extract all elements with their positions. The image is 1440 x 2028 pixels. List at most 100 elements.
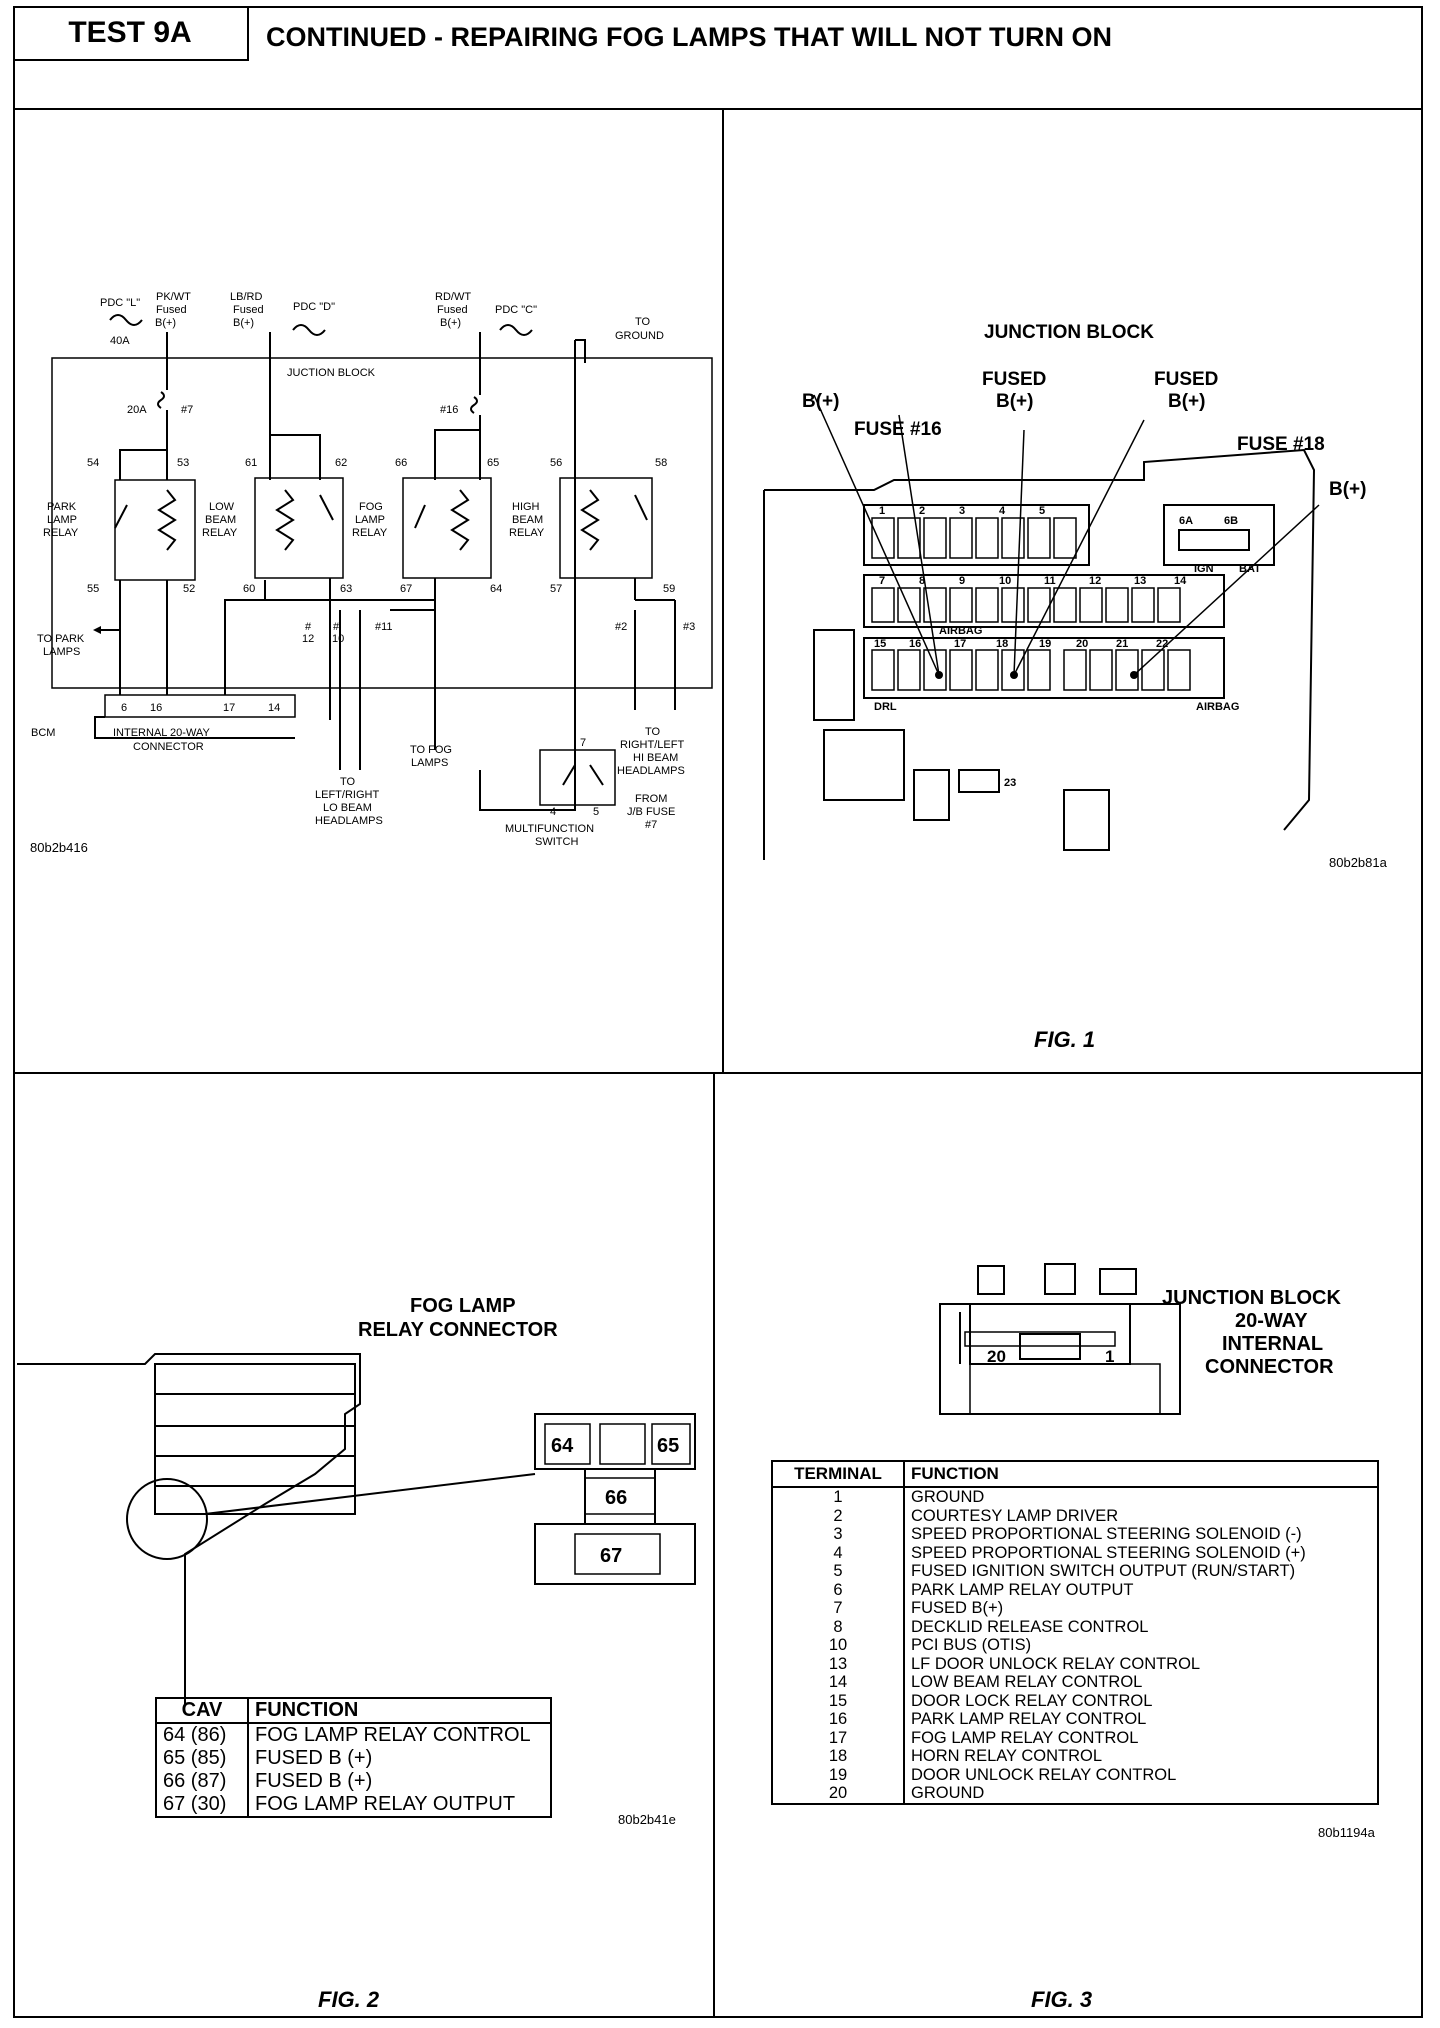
function-cell: SPEED PROPORTIONAL STEERING SOLENOID (-): [911, 1525, 1302, 1543]
connector-pin-16: 16: [150, 702, 162, 714]
fuse-20a-label: 20A: [127, 404, 147, 416]
fig1-airbag-1: AIRBAG: [939, 625, 982, 637]
function-header: FUNCTION: [904, 1461, 1378, 1488]
fuse-num-19: 19: [1039, 638, 1051, 650]
pin-59: 59: [663, 583, 675, 595]
to-fog-lamps-1: TO FOG: [410, 744, 452, 756]
junction-block-label: JUCTION BLOCK: [287, 367, 376, 379]
column-divider-bottom: [713, 1072, 715, 2018]
function-cell: SPEED PROPORTIONAL STEERING SOLENOID (+): [911, 1543, 1306, 1562]
fuse-num-20: 20: [1076, 638, 1088, 650]
terminal-cell: 16: [772, 1710, 905, 1729]
terminal-cell: 5: [772, 1562, 905, 1581]
fig2-code: 80b2b41e: [618, 1812, 676, 1827]
cav-cell: 65 (85): [155, 1747, 249, 1770]
fog-relay-name-1: FOG: [359, 501, 383, 513]
fuse-16-label: #16: [440, 404, 458, 416]
lo-beam-4: HEADLAMPS: [315, 815, 383, 827]
page-frame: [13, 6, 1423, 2018]
cavity-64: 64: [551, 1435, 574, 1457]
fuse-10-label: 10: [332, 633, 344, 645]
pin-58: 58: [655, 457, 667, 469]
pin-60: 60: [243, 583, 255, 595]
low-relay-name-1: LOW: [209, 501, 235, 513]
fig1-code: 80b2b81a: [1329, 855, 1388, 870]
fuse-num-21: 21: [1116, 638, 1128, 650]
terminal-cell: 1: [772, 1487, 905, 1507]
fuse-7-label: #7: [181, 404, 193, 416]
hi-beam-4: HEADLAMPS: [617, 765, 685, 777]
table-row: 14 LOW BEAM RELAY CONTROL: [772, 1673, 1378, 1692]
pin-62: 62: [335, 457, 347, 469]
switch-pin-5: 5: [593, 806, 599, 818]
connector-pin-6: 6: [121, 702, 127, 714]
fuse-num-15: 15: [874, 638, 886, 650]
lb-rd-label: LB/RD: [230, 291, 262, 303]
pin-57: 57: [550, 583, 562, 595]
table-row: 67 (30)FOG LAMP RELAY OUTPUT: [155, 1793, 552, 1818]
pin-67: 67: [400, 583, 412, 595]
fuse-hash-a: #: [305, 621, 312, 633]
function-cell: GROUND: [911, 1784, 985, 1802]
fuse-num-8: 8: [919, 575, 925, 587]
fig1-ign: IGN: [1194, 563, 1214, 575]
table-row: 64 (86)FOG LAMP RELAY CONTROL: [155, 1722, 552, 1747]
park-relay-name-2: LAMP: [47, 514, 77, 526]
to-park-lamps-2: LAMPS: [43, 646, 80, 658]
pin-55: 55: [87, 583, 99, 595]
connector-pin-17: 17: [223, 702, 235, 714]
fuse-num-2: 2: [919, 505, 925, 517]
fuse-3-label: #3: [683, 621, 695, 633]
fig1-drl: DRL: [874, 701, 897, 713]
fig1-airbag-2: AIRBAG: [1196, 701, 1239, 713]
fig3-code: 80b1194a: [1318, 1825, 1376, 1840]
to-ground-to: TO: [635, 316, 651, 328]
terminal-cell: 10: [772, 1636, 905, 1655]
cav-cell: 67 (30): [155, 1793, 249, 1818]
function-cell: FOG LAMP RELAY OUTPUT: [247, 1793, 552, 1818]
bplus-label-3: B(+): [440, 317, 461, 329]
terminal-cell: 15: [772, 1691, 905, 1710]
terminal-cell: 17: [772, 1728, 905, 1747]
fig2-title-2: RELAY CONNECTOR: [358, 1319, 558, 1341]
function-cell: PARK LAMP RELAY CONTROL: [911, 1710, 1147, 1728]
fig3-title-2: 20-WAY: [1235, 1310, 1308, 1332]
fig1-fused-1b: B(+): [996, 391, 1033, 412]
fog-relay-name-2: LAMP: [355, 514, 385, 526]
terminal-cell: 8: [772, 1617, 905, 1636]
fuse-num-10: 10: [999, 575, 1011, 587]
pdc-d-label: PDC "D": [293, 301, 335, 313]
fuse-num-11: 11: [1044, 575, 1056, 587]
park-relay-name-1: PARK: [47, 501, 77, 513]
function-cell: LOW BEAM RELAY CONTROL: [911, 1673, 1143, 1691]
terminal-cell: 14: [772, 1673, 905, 1692]
fused-label-2: Fused: [233, 304, 264, 316]
fig1-23: 23: [1004, 777, 1016, 789]
function-cell: HORN RELAY CONTROL: [911, 1747, 1103, 1765]
function-cell: GROUND: [911, 1488, 985, 1506]
header-divider: [13, 108, 1423, 110]
pdc-l-label: PDC "L": [100, 297, 140, 309]
fuse-num-14: 14: [1174, 575, 1187, 587]
bplus-label-1: B(+): [155, 317, 176, 329]
page-title: CONTINUED - REPAIRING FOG LAMPS THAT WIL…: [266, 22, 1112, 52]
fuse-num-3: 3: [959, 505, 965, 517]
fig2-fog-lamp-relay-connector: FOG LAMP RELAY CONNECTOR 64 65 66 67 80b…: [17, 1295, 696, 2012]
terminal-cell: 19: [772, 1765, 905, 1784]
function-cell: DOOR LOCK RELAY CONTROL: [911, 1691, 1153, 1710]
terminal-cell: 2: [772, 1506, 905, 1525]
cav-header: CAV: [155, 1697, 249, 1724]
multifunction-1: MULTIFUNCTION: [505, 823, 594, 835]
pin-66: 66: [395, 457, 407, 469]
pin-53: 53: [177, 457, 189, 469]
fuse-num-18: 18: [996, 638, 1008, 650]
table-row: 15 DOOR LOCK RELAY CONTROL: [772, 1691, 1378, 1710]
fig2-caption: FIG. 2: [318, 1987, 380, 2012]
schematic-code: 80b2b416: [30, 840, 88, 855]
